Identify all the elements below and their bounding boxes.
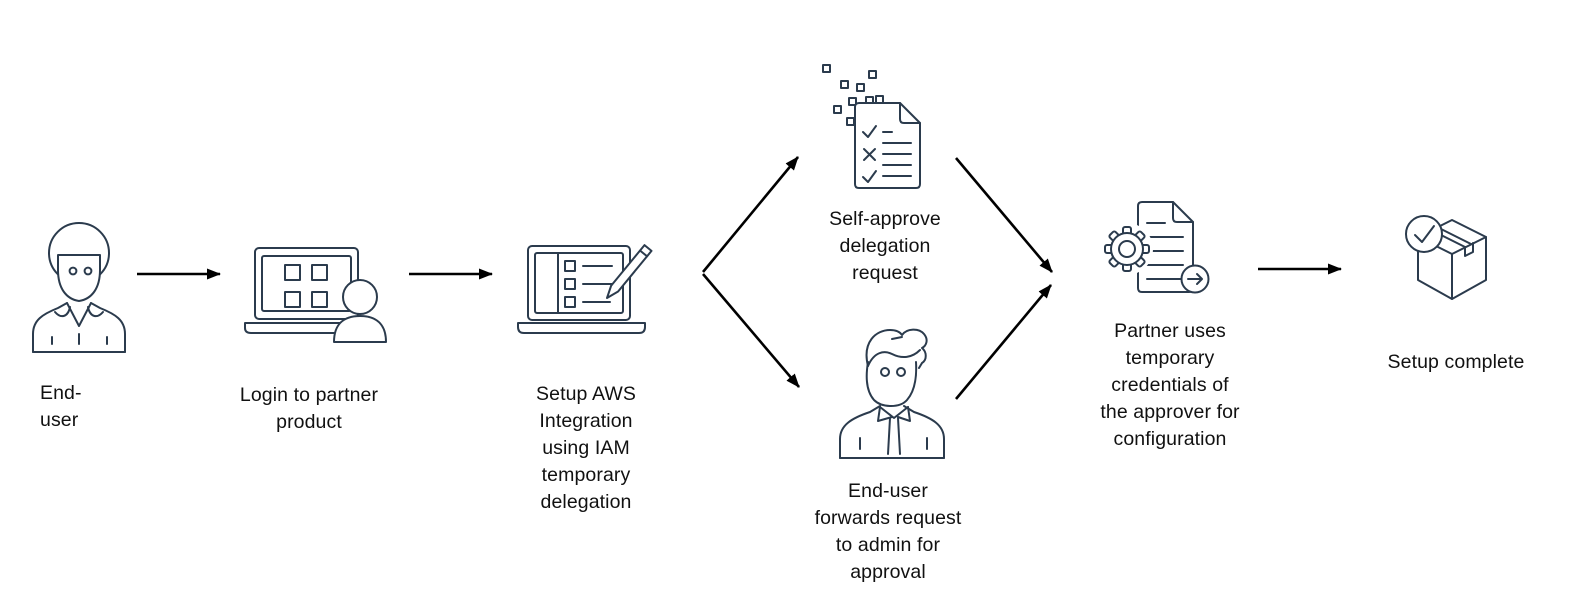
node-label-partner-credentials: Partner uses temporary credentials of th… [1100,320,1240,450]
package-check-icon [1388,208,1503,313]
admin-user-icon [832,322,952,462]
node-label-setup-complete: Setup complete [1387,351,1525,373]
arrow-setup-to-self-approve [701,156,800,273]
node-label-login: Login to partner product [239,384,379,433]
laptop-user-icon [243,245,393,345]
approved-request-document-icon [808,55,923,190]
document-gear-arrow-icon [1098,199,1212,297]
arrow-forward-admin-to-partner [955,284,1052,400]
laptop-checklist-pencil-icon [512,240,660,335]
node-label-setup-aws: Setup AWS Integration using IAM temporar… [536,383,636,513]
node-label-end-user: End- user [40,382,82,431]
user-icon [30,222,135,357]
node-label-self-approve: Self-approve delegation request [829,208,941,284]
node-label-forward-admin: End-user forwards request to admin for a… [814,480,962,583]
arrow-self-approve-to-partner [955,157,1053,273]
arrow-setup-to-forward-admin [702,273,800,388]
